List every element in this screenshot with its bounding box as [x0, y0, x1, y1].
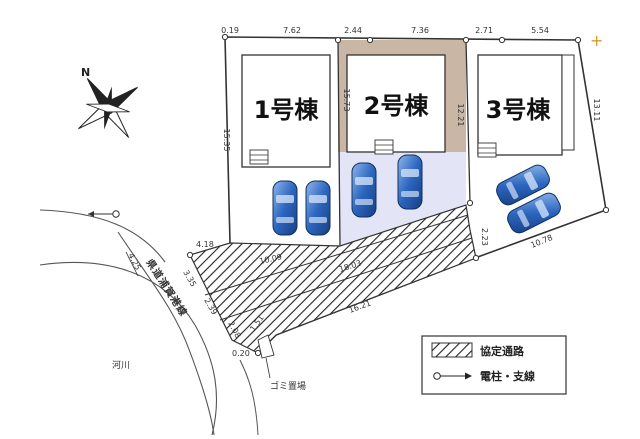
shared-road-area [189, 204, 477, 354]
building-2-label: 2号棟 [364, 92, 430, 120]
car-1b-icon [305, 180, 331, 236]
dim-top-4: 2.71 [475, 26, 493, 35]
dim-top-3: 7.36 [411, 26, 429, 35]
dim-road-4: 2.23 [480, 228, 489, 246]
dim-depth-1: 15.73 [342, 89, 351, 112]
building-1-footprint [241, 54, 331, 168]
entrance-steps-1 [249, 149, 269, 165]
river-edge-line [239, 359, 259, 436]
building-3-label: 3号棟 [486, 96, 552, 124]
dim-road-0: 4.18 [196, 240, 214, 249]
street-edge-line [39, 209, 166, 263]
left-street-dim-line [125, 251, 139, 277]
street-name-label: 県道浦賀港線 [143, 257, 190, 319]
road-lot-line-b [219, 237, 473, 321]
legend-pole-icon [433, 372, 472, 380]
dim-depth-0: 15.35 [222, 129, 231, 152]
top-dimension-labels: 0.19 7.62 2.44 7.36 2.71 5.54 [221, 26, 549, 35]
building-3-annex [561, 54, 575, 151]
entrance-steps-2 [374, 139, 394, 155]
building-2-footprint [346, 54, 446, 153]
legend: 協定通路 電柱・支線 [421, 335, 567, 395]
dim-top-5: 5.54 [531, 26, 549, 35]
dim-top-1: 7.62 [283, 26, 301, 35]
car-2a-icon [351, 162, 377, 218]
dim-left-street: 4.25 [126, 252, 142, 272]
compass-rose-icon: N [78, 66, 138, 138]
river-bank-line [39, 262, 218, 436]
compass-north-label: N [81, 66, 90, 79]
legend-hatch-swatch [431, 342, 473, 358]
depth-dimension-labels: 15.35 15.73 12.21 13.11 [222, 89, 601, 152]
car-1a-icon [272, 180, 298, 236]
building-labels: 1号棟 2号棟 3号棟 [254, 92, 552, 124]
plus-mark-icon: + [590, 31, 603, 50]
car-2b-icon [397, 154, 423, 210]
entrance-steps-3 [477, 142, 497, 158]
legend-pole-label: 電柱・支線 [480, 369, 535, 383]
utility-pole-icon [88, 210, 120, 218]
dim-top-0: 0.19 [221, 26, 239, 35]
road-lot-line-a [204, 214, 469, 296]
legend-shared-road-label: 協定通路 [480, 344, 525, 358]
boundary-markers [186, 33, 610, 357]
garbage-area: ゴミ置場 [257, 334, 306, 392]
street-inner-line [117, 231, 215, 436]
dim-depth-2: 12.21 [456, 104, 465, 127]
garbage-label: ゴミ置場 [270, 380, 306, 392]
building-1-label: 1号棟 [254, 96, 320, 124]
dim-road-2: 3.35 [181, 269, 198, 289]
river-label: 河川 [112, 359, 130, 371]
lot-divider-2-3 [465, 39, 471, 204]
dim-road-9: 0.20 [232, 349, 250, 358]
dim-top-2: 2.44 [344, 26, 362, 35]
dim-depth-3: 13.11 [592, 99, 601, 122]
lot-divider-1-2 [337, 39, 341, 247]
